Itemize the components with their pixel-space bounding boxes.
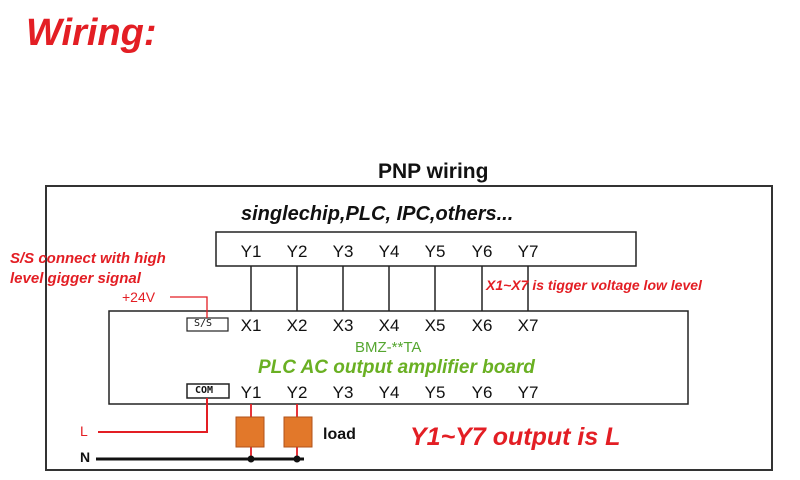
input-wires	[250, 266, 529, 311]
n-junction-1	[247, 455, 255, 463]
line-n-label: N	[80, 449, 91, 465]
board-output-y6: Y6	[471, 383, 493, 402]
board-output-y2: Y2	[286, 383, 308, 402]
board-output-y1: Y1	[240, 383, 262, 402]
output-note: Y1~Y7 output is L	[410, 423, 621, 451]
ss-note-line-2: level gigger signal	[10, 270, 141, 287]
page-title: Wiring:	[26, 12, 157, 54]
supply-wire	[170, 296, 208, 318]
controller-output-y4: Y4	[378, 242, 400, 261]
board-name: PLC AC output amplifier board	[258, 357, 535, 378]
n-junction-2	[293, 455, 301, 463]
board-input-x3: X3	[332, 316, 354, 335]
board-input-x7: X7	[517, 316, 539, 335]
load-1	[235, 416, 265, 448]
input-note: X1~X7 is tigger voltage low level	[486, 277, 702, 293]
controller-output-y2: Y2	[286, 242, 308, 261]
board-output-y4: Y4	[378, 383, 400, 402]
controller-label: singlechip,PLC, IPC,others...	[241, 203, 514, 225]
board-input-x6: X6	[471, 316, 493, 335]
controller-box	[215, 231, 637, 267]
board-box	[108, 310, 689, 405]
wiring-mode-heading: PNP wiring	[378, 160, 489, 183]
board-output-y5: Y5	[424, 383, 446, 402]
controller-output-y3: Y3	[332, 242, 354, 261]
l-line	[98, 398, 208, 433]
ss-terminal-label: S/S	[194, 318, 213, 329]
board-input-x2: X2	[286, 316, 308, 335]
controller-output-y6: Y6	[471, 242, 493, 261]
com-terminal-label: COM	[195, 385, 214, 396]
load-2	[283, 416, 313, 448]
controller-output-y7: Y7	[517, 242, 539, 261]
board-output-y3: Y3	[332, 383, 354, 402]
line-l-label: L	[80, 423, 88, 439]
board-input-x5: X5	[424, 316, 446, 335]
outer-frame	[45, 185, 773, 471]
controller-output-y1: Y1	[240, 242, 262, 261]
ss-note-line-1: S/S connect with high	[10, 250, 166, 267]
board-input-x1: X1	[240, 316, 262, 335]
load-label: load	[323, 426, 356, 443]
supply-label: +24V	[122, 289, 156, 305]
board-input-x4: X4	[378, 316, 400, 335]
controller-output-y5: Y5	[424, 242, 446, 261]
board-model: BMZ-**TA	[355, 339, 422, 356]
ss-note: S/S connect with high level gigger signa…	[10, 249, 166, 289]
board-output-y7: Y7	[517, 383, 539, 402]
